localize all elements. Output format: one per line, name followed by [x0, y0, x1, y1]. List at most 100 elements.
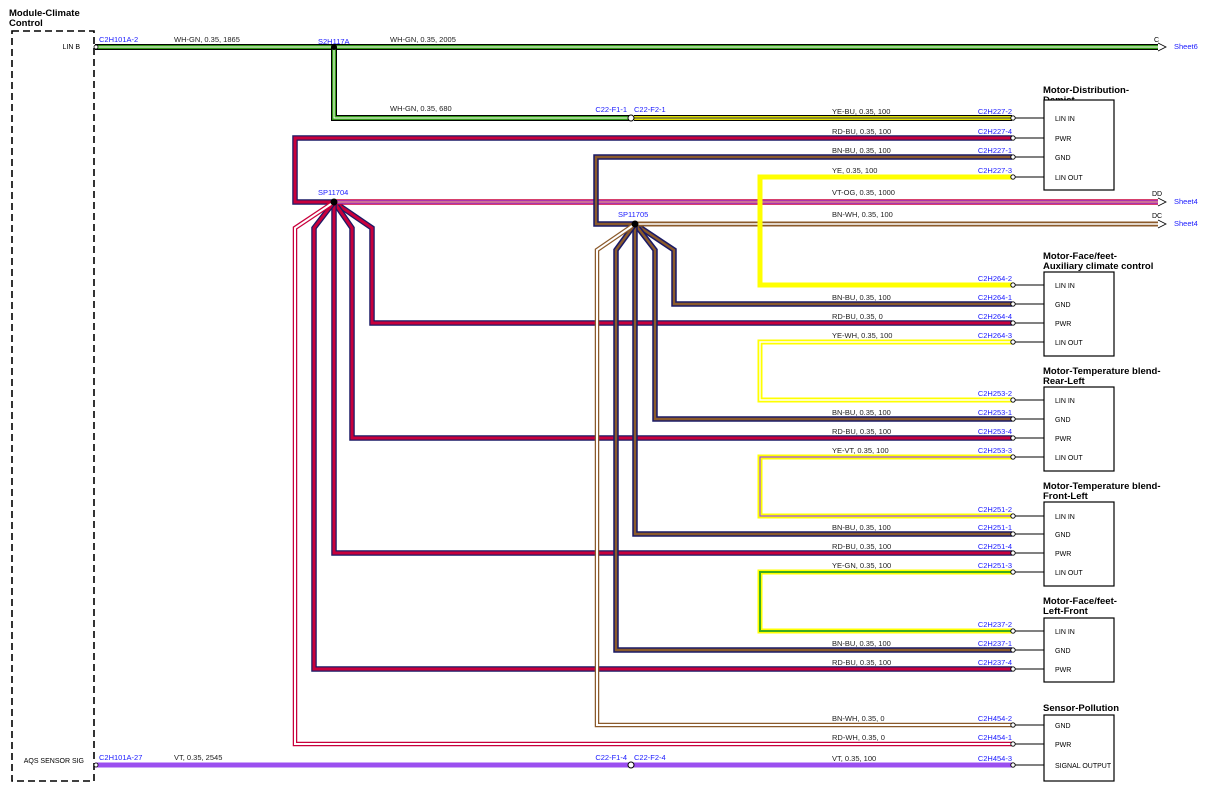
wire-label-lin-out: WH-GN, 0.35, 2005	[390, 35, 456, 44]
pin-terminal-icon	[1010, 531, 1016, 537]
connector-pin-id: C2H253-1	[978, 408, 1012, 417]
pin-terminal-icon	[1010, 416, 1016, 422]
connector-pin-id: C2H264-3	[978, 331, 1012, 340]
connector-pin-id: C2H251-1	[978, 523, 1012, 532]
component-title-line2: Rear-Left	[1043, 376, 1086, 387]
pin-function-label: LIN OUT	[1055, 340, 1083, 347]
wire-spec-label: YE-GN, 0.35, 100	[832, 561, 891, 570]
pin-function-label: PWR	[1055, 551, 1071, 558]
connector-pin-id: C2H251-4	[978, 542, 1012, 551]
wire-lin-branch-stripe	[333, 47, 629, 119]
wire-spec-label: RD-BU, 0.35, 100	[832, 658, 891, 667]
connector-pin-id: C2H227-3	[978, 166, 1012, 175]
offsheet-dd-arrow-icon	[1157, 197, 1167, 207]
wire-spec-label: BN-WH, 0.35, 0	[832, 714, 885, 723]
pin-terminal-icon	[1010, 135, 1016, 141]
pin-function-label: GND	[1055, 532, 1071, 539]
offsheet-dd-ref: Sheet4	[1174, 197, 1198, 206]
connector-pin-id: C2H454-2	[978, 714, 1012, 723]
pin-terminal-icon	[1010, 513, 1016, 519]
component-title-line1: Motor-Face/feet-	[1043, 596, 1117, 607]
pin-terminal-icon	[1010, 154, 1016, 160]
connector-pin-id: C2H227-1	[978, 146, 1012, 155]
connector-pin-id: C2H253-3	[978, 446, 1012, 455]
pin-function-label: PWR	[1055, 136, 1071, 143]
component-box	[1043, 501, 1115, 587]
power-harness	[292, 135, 1012, 747]
wire-spec-label: VT, 0.35, 100	[832, 754, 876, 763]
connector-pin-id: C2H237-2	[978, 620, 1012, 629]
wire-label-vt-og: VT-OG, 0.35, 1000	[832, 188, 895, 197]
connector-pin-id: C2H237-4	[978, 658, 1012, 667]
ground-harness	[593, 154, 1012, 728]
pin-function-label: LIN IN	[1055, 398, 1075, 405]
component-title-line2: Auxiliary climate control	[1043, 261, 1153, 272]
offsheet-dd-letter: DD	[1152, 191, 1162, 198]
component-title-line1: Motor-Temperature blend-	[1043, 481, 1161, 492]
splice-sp11705: SP11705	[618, 210, 648, 219]
module-pin-lin-b: LIN B	[62, 44, 80, 51]
pin-terminal-icon	[1010, 741, 1016, 747]
pin-terminal-icon	[1010, 628, 1016, 634]
wire-spec-label: BN-BU, 0.35, 100	[832, 146, 891, 155]
offsheet-c-letter: C	[1154, 37, 1159, 44]
connector-pin-id: C2H253-4	[978, 427, 1012, 436]
wire-spec-label: RD-BU, 0.35, 100	[832, 127, 891, 136]
offsheet-dc-letter: DC	[1152, 213, 1162, 220]
wire-label-aqs: VT, 0.35, 2545	[174, 753, 222, 762]
connector-pin-id: C2H264-1	[978, 293, 1012, 302]
wire-spec-label: RD-BU, 0.35, 100	[832, 427, 891, 436]
pin-terminal-icon	[1010, 722, 1016, 728]
pin-function-label: PWR	[1055, 667, 1071, 674]
inline-c22-f1-1: C22-F1-1	[595, 105, 627, 114]
module-pin-aqs: AQS SENSOR SIG	[24, 758, 84, 765]
wire-spec-label: YE-WH, 0.35, 100	[832, 331, 892, 340]
wire-spec-label: YE-BU, 0.35, 100	[832, 107, 890, 116]
pin-terminal-icon	[1010, 454, 1016, 460]
lin-chain	[757, 174, 1012, 634]
component-title-line1: Motor-Face/feet-	[1043, 251, 1117, 262]
module-outline	[11, 30, 95, 782]
pin-terminal-icon	[1010, 301, 1016, 307]
splice-s2h117a-dot	[331, 44, 337, 50]
pin-terminal-icon	[1010, 282, 1016, 288]
conn-c2h101a-27: C2H101A-27	[99, 753, 142, 762]
inline-connector-1-icon	[627, 114, 635, 122]
connector-pin-id: C2H253-2	[978, 389, 1012, 398]
wire-spec-label: BN-BU, 0.35, 100	[832, 293, 891, 302]
inline-c22-f2-1: C22-F2-1	[634, 105, 666, 114]
wire-spec-label: RD-BU, 0.35, 0	[832, 312, 883, 321]
pin-terminal-icon	[1010, 550, 1016, 556]
pin-function-label: PWR	[1055, 436, 1071, 443]
pin-terminal-icon	[1010, 762, 1016, 768]
pin-terminal-icon	[1010, 647, 1016, 653]
conn-c2h101a-2: C2H101A-2	[99, 35, 138, 44]
pin-terminal-icon	[1010, 115, 1016, 121]
offsheet-c-ref: Sheet6	[1174, 42, 1198, 51]
pin-function-label: GND	[1055, 648, 1071, 655]
connector-pin-id: C2H227-4	[978, 127, 1012, 136]
pin-function-label: GND	[1055, 723, 1071, 730]
pin-terminal-icon	[1010, 569, 1016, 575]
connector-pin-id: C2H251-2	[978, 505, 1012, 514]
pin-function-label: GND	[1055, 155, 1071, 162]
pin-function-label: LIN OUT	[1055, 455, 1083, 462]
wire-label-lin-in: WH-GN, 0.35, 1865	[174, 35, 240, 44]
connector-pin-id: C2H454-1	[978, 733, 1012, 742]
pin-terminal-icon	[1010, 320, 1016, 326]
component-title-line1: Motor-Temperature blend-	[1043, 366, 1161, 377]
component-box	[1043, 271, 1115, 357]
pin-function-label: GND	[1055, 302, 1071, 309]
offsheet-dc-ref: Sheet4	[1174, 219, 1198, 228]
wire-spec-label: BN-BU, 0.35, 100	[832, 408, 891, 417]
splice-sp11704: SP11704	[318, 188, 348, 197]
connector-pin-id: C2H251-3	[978, 561, 1012, 570]
pin-function-label: LIN IN	[1055, 116, 1075, 123]
pin-function-label: SIGNAL OUTPUT	[1055, 763, 1112, 770]
wire-spec-label: RD-BU, 0.35, 100	[832, 542, 891, 551]
pin-function-label: PWR	[1055, 742, 1071, 749]
pin-function-label: GND	[1055, 417, 1071, 424]
offsheet-dc-arrow-icon	[1157, 219, 1167, 229]
